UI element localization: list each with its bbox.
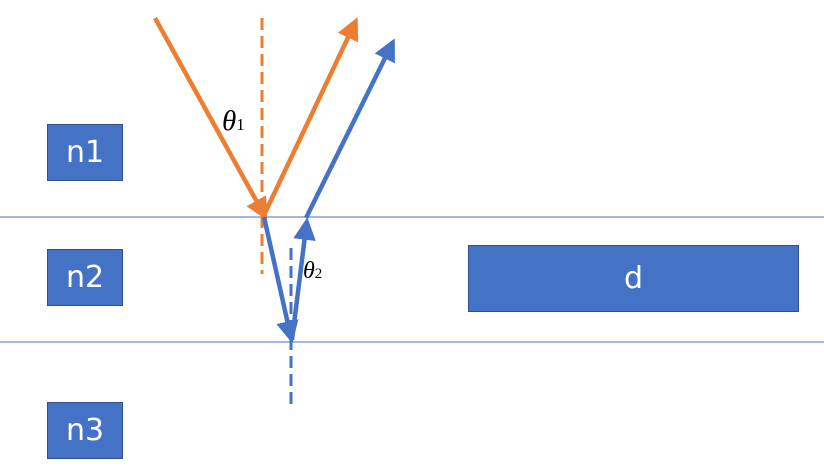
theta1-symbol: θ [222,105,237,137]
layer-n2-text: n2 [65,259,105,295]
layer-n1-label: n1 [47,124,123,181]
angle-theta1-label: θ1 [222,105,245,138]
transmitted-ray-arrow [303,38,395,219]
thickness-d-label: d [468,245,799,312]
refracted-ray-down-arrow [261,216,299,344]
reflected-ray-arrow [261,17,359,216]
theta1-subscript: 1 [236,115,245,134]
thickness-d-text: d [623,260,644,296]
angle-theta2-label: θ2 [303,258,322,285]
layer-n3-text: n3 [65,412,105,448]
theta2-symbol: θ [303,258,315,284]
layer-n1-text: n1 [65,134,105,170]
layer-n3-label: n3 [47,402,123,459]
layer-n2-label: n2 [47,249,123,306]
theta2-subscript: 2 [314,266,323,282]
incident-ray-arrow [153,16,268,221]
reflected-ray-up-arrow [289,217,316,341]
